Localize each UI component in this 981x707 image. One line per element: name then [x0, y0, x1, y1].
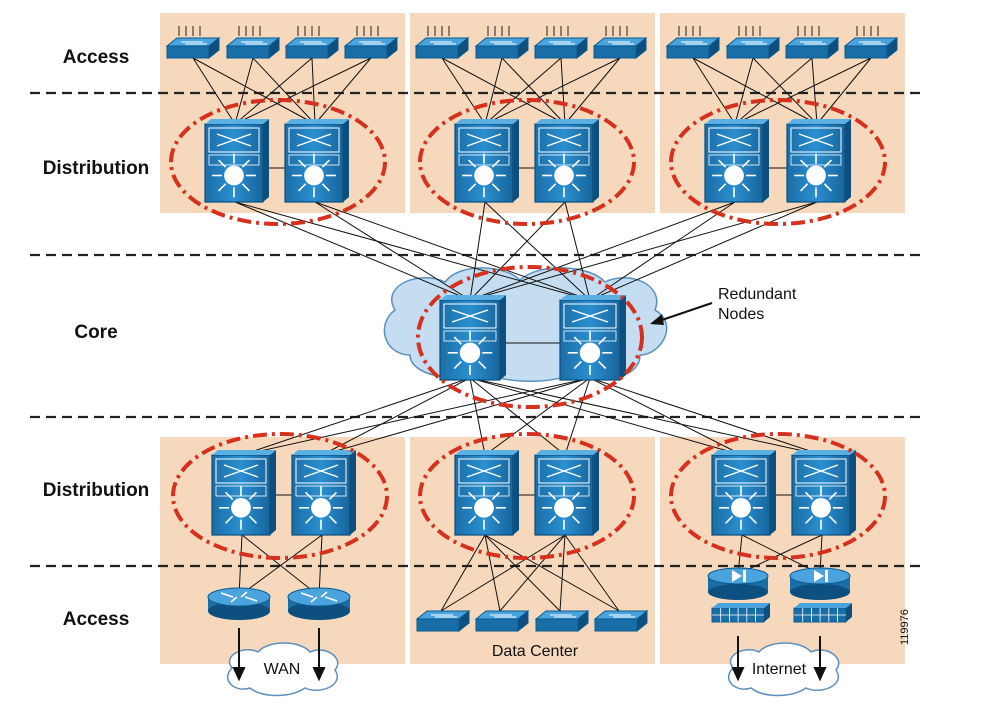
multilayer-switch-icon-bottom-2-1 [791, 450, 856, 536]
figure-id: 119976 [899, 609, 911, 645]
datacenter-label: Data Center [491, 643, 579, 660]
multilayer-switch-icon-core-left [439, 295, 506, 381]
access-switch-icon-top-1-2 [533, 26, 589, 60]
tier-label-core: Core [74, 322, 118, 343]
multilayer-switch-icon-top-1-1 [534, 119, 599, 203]
multilayer-switch-icon-bottom-1-0 [454, 450, 519, 536]
tier-label-distribution-top: Distribution [42, 158, 150, 179]
links [192, 57, 872, 612]
ring-top-dist-middle [418, 98, 636, 226]
bottom-block-internet [660, 437, 905, 664]
ring-top-dist-left [169, 98, 387, 226]
internet-cloud-icon [727, 642, 840, 697]
access-switch-icon-datacenter-0 [415, 609, 471, 633]
multilayer-switch-icon-top-2-1 [786, 119, 851, 203]
access-switch-icon-top-1-3 [592, 26, 648, 60]
access-switch-icon-datacenter-3 [593, 609, 649, 633]
vpn-firewall-icon-internet-right [789, 567, 852, 623]
access-switch-icon-datacenter-1 [474, 609, 530, 633]
access-switch-icon-top-1-0 [414, 26, 470, 60]
tier-label-distribution-bottom: Distribution [42, 480, 150, 501]
access-switch-icon-top-0-0 [165, 26, 221, 60]
access-switch-icon-top-0-3 [343, 26, 399, 60]
wan-cloud-icon [226, 642, 339, 697]
multilayer-switch-icon-top-1-0 [454, 119, 519, 203]
access-switch-icon-top-2-1 [725, 26, 781, 60]
internet-label: Internet [751, 661, 807, 678]
multilayer-switch-icon-core-right [559, 295, 626, 381]
redundancy-rings [169, 98, 887, 560]
callout-text: Redundant Nodes [718, 285, 796, 325]
access-switch-icon-top-0-2 [284, 26, 340, 60]
ring-bottom-dist-dc [418, 432, 636, 560]
multilayer-switch-icon-bottom-0-0 [211, 450, 276, 536]
access-switch-icon-top-2-3 [843, 26, 899, 60]
ring-bottom-dist-internet [669, 432, 887, 560]
uplink-arrows [232, 628, 827, 682]
multilayer-switch-icon-bottom-0-1 [291, 450, 356, 536]
access-switch-icon-top-0-1 [225, 26, 281, 60]
bottom-block-wan [160, 437, 405, 664]
multilayer-switch-icon-top-0-0 [204, 119, 269, 203]
access-switch-icon-top-2-0 [665, 26, 721, 60]
tier-label-access-top: Access [62, 47, 130, 68]
multilayer-switch-icon-bottom-1-1 [534, 450, 599, 536]
multilayer-switch-icon-top-2-0 [704, 119, 769, 203]
callout-line-1: Redundant [718, 286, 797, 303]
callout-arrow [650, 302, 713, 325]
devices [165, 26, 899, 633]
router-icon-wan-left [207, 587, 271, 620]
multilayer-switch-icon-bottom-2-0 [711, 450, 776, 536]
tier-label-access-bottom: Access [62, 609, 130, 630]
wan-label: WAN [263, 661, 301, 678]
access-switch-icon-top-2-2 [784, 26, 840, 60]
callout-line-2: Nodes [718, 306, 765, 323]
ring-top-dist-right [669, 98, 887, 226]
router-icon-wan-right [287, 587, 351, 620]
vpn-firewall-icon-internet-left [707, 567, 770, 623]
access-switch-icon-top-1-1 [474, 26, 530, 60]
ring-bottom-dist-wan [171, 432, 389, 560]
access-switch-icon-datacenter-2 [534, 609, 590, 633]
multilayer-switch-icon-top-0-1 [284, 119, 349, 203]
ring-core [416, 265, 644, 409]
